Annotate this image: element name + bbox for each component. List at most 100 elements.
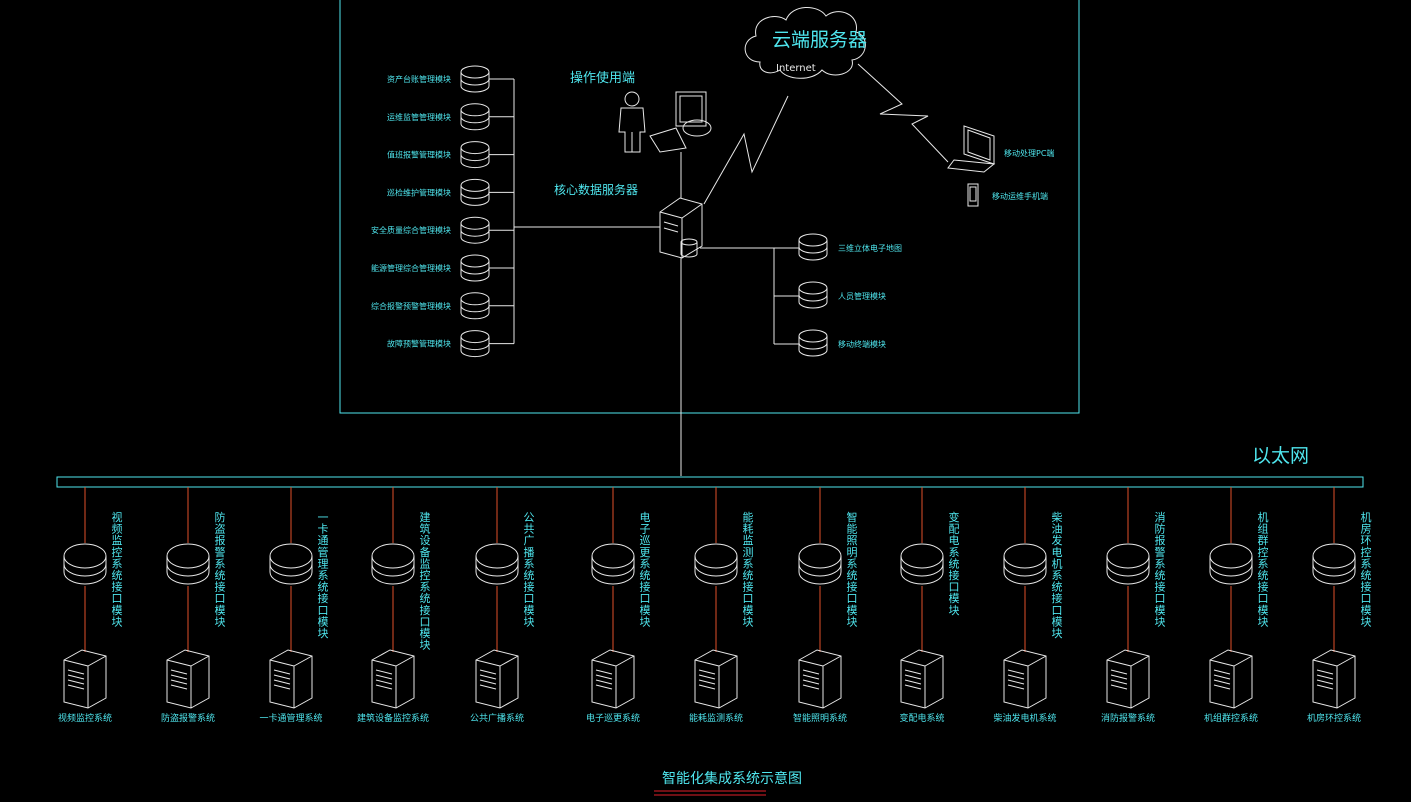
interface-label-char: 接 — [112, 581, 123, 594]
subsystem-server-icon — [694, 649, 738, 709]
interface-db-icon — [900, 543, 944, 585]
module-db-icon — [798, 281, 828, 309]
subsystem-label: 建筑设备监控系统 — [357, 712, 429, 724]
interface-label-char: 系 — [1052, 569, 1063, 582]
interface-label-char: 模 — [949, 592, 960, 605]
interface-label-char: 视 — [112, 510, 123, 524]
interface-db-icon — [694, 543, 738, 585]
interface-label-char: 块 — [743, 615, 754, 628]
module-db-icon — [798, 329, 828, 357]
interface-label-char: 配 — [949, 523, 960, 536]
interface-label-char: 统 — [215, 569, 226, 582]
core-server-label: 核心数据服务器 — [554, 182, 638, 197]
interface-db-icon — [166, 543, 210, 585]
module-db-icon — [798, 233, 828, 261]
subsystem-label: 变配电系统 — [899, 712, 944, 724]
interface-label-char: 公 — [524, 511, 535, 524]
interface-label-char: 组 — [1258, 522, 1269, 536]
interface-label-char: 统 — [640, 569, 651, 582]
interface-label-char: 盗 — [215, 523, 226, 536]
left-module-group: 资产台账管理模块运维监管管理模块值班报警管理模块巡检维护管理模块安全质量综合管理… — [371, 65, 660, 358]
interface-label-char: 模 — [1155, 604, 1166, 617]
interface-label-char: 电 — [640, 511, 651, 524]
interface-label-char: 一 — [318, 511, 329, 524]
interface-label-char: 筑 — [420, 522, 431, 536]
interface-label-char: 防 — [215, 510, 226, 524]
interface-label-char: 接 — [640, 581, 651, 594]
interface-label-char: 系 — [1361, 557, 1372, 570]
interface-label-char: 接 — [1258, 581, 1269, 594]
interface-label-char: 系 — [215, 557, 226, 570]
interface-label-char: 巡 — [640, 534, 651, 547]
interface-label-char: 接 — [215, 581, 226, 594]
interface-label-char: 机 — [1258, 510, 1269, 524]
subsystem-server-icon — [475, 649, 519, 709]
interface-label-char: 口 — [640, 592, 651, 605]
interface-db-icon — [798, 543, 842, 585]
interface-label-char: 管 — [318, 545, 329, 559]
subsystem-server-icon — [371, 649, 415, 709]
left-module-label: 资产台账管理模块 — [387, 74, 451, 84]
diagram-title: 智能化集成系统示意图 — [662, 770, 802, 787]
subsystem-server-icon — [900, 649, 944, 709]
interface-label-char: 控 — [1258, 545, 1269, 559]
subsystem-label: 智能照明系统 — [793, 712, 847, 724]
interface-label-char: 消 — [1155, 510, 1166, 524]
interface-label-char: 监 — [420, 557, 431, 570]
interface-label-char: 报 — [215, 533, 226, 547]
interface-label-char: 电 — [949, 534, 960, 547]
interface-label-char: 环 — [1361, 534, 1372, 547]
operator-label: 操作使用端 — [570, 70, 635, 86]
interface-label-char: 能 — [743, 510, 754, 524]
left-module-label: 巡检维护管理模块 — [387, 187, 451, 197]
interface-label-char: 警 — [1155, 545, 1166, 559]
interface-db-icon — [591, 543, 635, 585]
interface-db-icon — [1312, 543, 1356, 585]
interface-label-char: 口 — [112, 592, 123, 605]
left-module-label: 运维监管管理模块 — [387, 112, 451, 122]
interface-label-char: 系 — [1258, 557, 1269, 570]
interface-label-char: 统 — [1361, 569, 1372, 582]
subsystem-label: 机房环控系统 — [1307, 712, 1361, 724]
subsystem-server-icon — [1209, 649, 1253, 709]
module-db-icon — [460, 103, 490, 131]
left-module-label: 故障预警管理模块 — [387, 339, 451, 349]
interface-label-char: 理 — [318, 557, 329, 570]
interface-db-icon — [371, 543, 415, 585]
interface-label-char: 统 — [847, 569, 858, 582]
subsystem-server-icon — [63, 649, 107, 709]
interface-label-char: 接 — [524, 581, 535, 594]
module-db-icon — [460, 178, 490, 206]
wireless-link-left — [703, 95, 789, 205]
interface-label-char: 块 — [1258, 615, 1269, 628]
subsystem-group: 视频监控系统接口模块视频监控系统防盗报警系统接口模块防盗报警系统一卡通管理系统接… — [58, 487, 1372, 724]
interface-label-char: 模 — [524, 604, 535, 617]
core-frame — [339, 0, 1080, 414]
interface-label-char: 模 — [215, 604, 226, 617]
interface-label-char: 块 — [420, 639, 431, 652]
interface-label-char: 块 — [112, 615, 123, 628]
interface-label-char: 块 — [640, 615, 651, 628]
interface-label-char: 接 — [1155, 581, 1166, 594]
module-db-icon — [460, 292, 490, 320]
interface-label-char: 块 — [1052, 627, 1063, 640]
interface-label-char: 接 — [420, 604, 431, 617]
interface-label-char: 明 — [847, 546, 858, 559]
subsystem-label: 防盗报警系统 — [161, 712, 215, 724]
interface-label-char: 广 — [524, 534, 535, 547]
interface-label-char: 机 — [1052, 556, 1063, 570]
interface-label-char: 口 — [215, 592, 226, 605]
interface-label-char: 模 — [743, 604, 754, 617]
interface-label-char: 口 — [1258, 592, 1269, 605]
interface-label-char: 口 — [524, 592, 535, 605]
subsystem-label: 电子巡更系统 — [586, 712, 640, 724]
interface-label-char: 模 — [1052, 615, 1063, 628]
interface-label-char: 口 — [847, 592, 858, 605]
interface-label-char: 模 — [640, 604, 651, 617]
